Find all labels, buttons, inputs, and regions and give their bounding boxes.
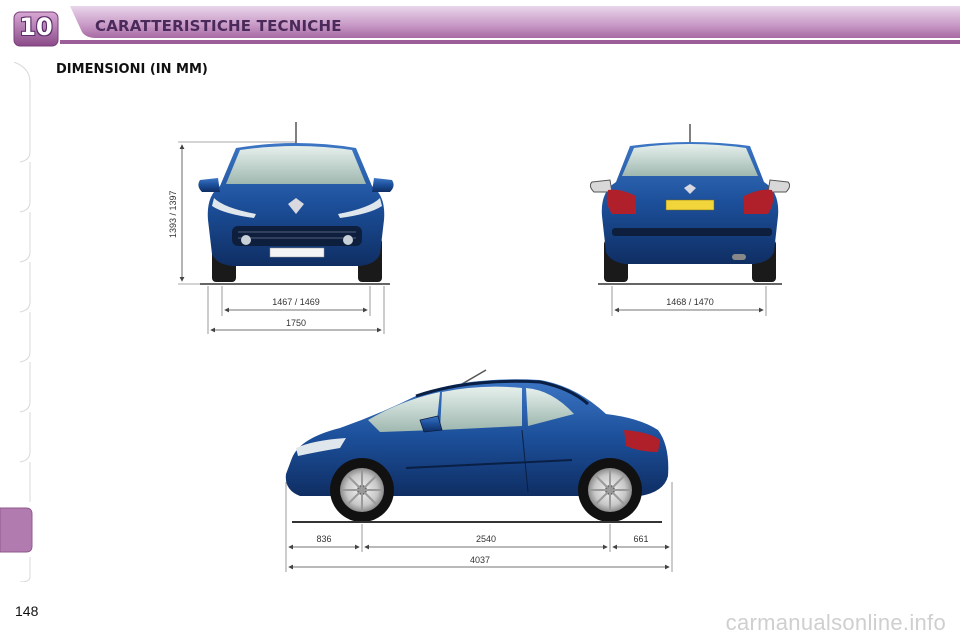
wheelbase-label: 2540	[476, 534, 496, 544]
rear-view-dimensions	[598, 283, 782, 316]
overall-length-label: 4037	[470, 555, 490, 565]
rear-overhang-label: 661	[633, 534, 648, 544]
front-height-label: 1393 / 1397	[168, 190, 178, 238]
front-track-label: 1467 / 1469	[272, 297, 320, 307]
side-view-dimensions	[285, 482, 673, 572]
front-overhang-label: 836	[316, 534, 331, 544]
page-number: 148	[15, 603, 39, 619]
active-chapter-tab	[0, 507, 33, 553]
side-chapter-tabs	[0, 62, 33, 582]
chapter-title: CARATTERISTICHE TECNICHE	[95, 17, 342, 35]
chapter-number: 10	[19, 13, 53, 41]
watermark: carmanualsonline.info	[725, 610, 946, 635]
chapter-header: 10 CARATTERISTICHE TECNICHE	[0, 0, 960, 52]
front-view-car	[198, 122, 394, 282]
header-band	[13, 6, 960, 47]
side-view-car	[285, 369, 669, 522]
section-title: DIMENSIONI (IN MM)	[56, 62, 208, 77]
front-view-dimensions	[178, 141, 390, 334]
front-width-label: 1750	[286, 318, 306, 328]
rear-track-label: 1468 / 1470	[666, 297, 714, 307]
rear-view-car	[589, 124, 791, 282]
